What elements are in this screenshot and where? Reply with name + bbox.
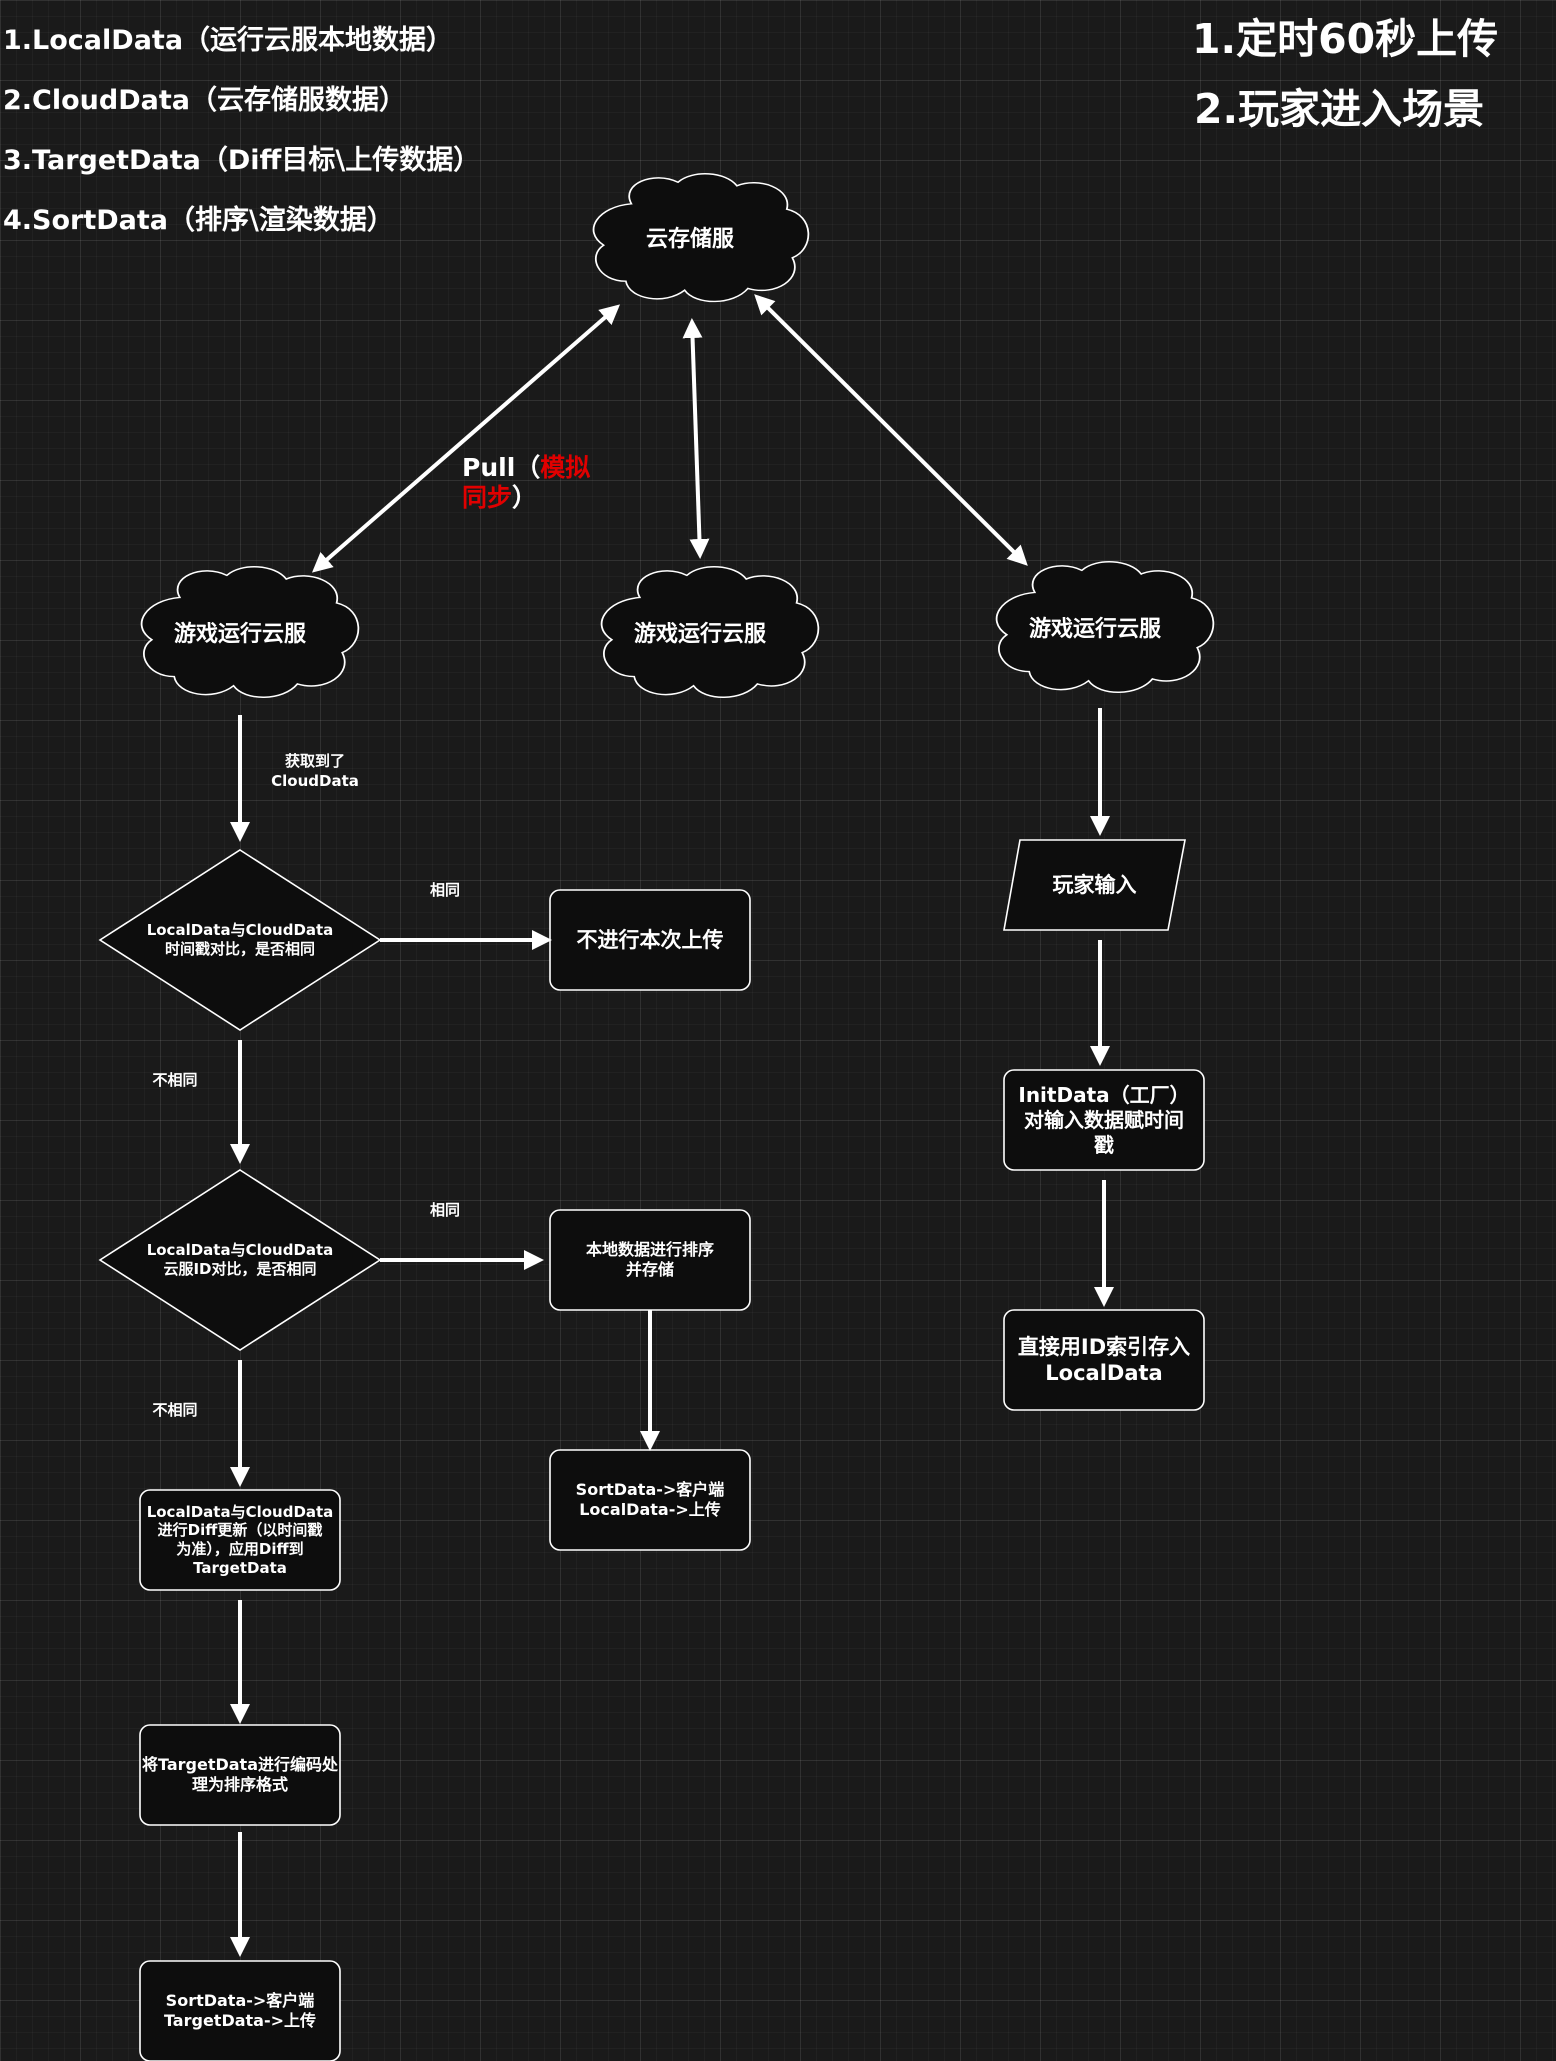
store-local-box[interactable] xyxy=(1003,1309,1205,1411)
sort-local-upload-label: SortData->客户端 LocalData->上传 xyxy=(575,1480,725,1519)
got-clouddata-label: 获取到了 CloudData xyxy=(271,752,359,790)
same-label-1: 相同 xyxy=(429,881,460,899)
diff-update-box[interactable] xyxy=(139,1489,341,1591)
legend-item-localdata: 1.LocalData（运行云服本地数据） xyxy=(3,25,454,56)
different-label-1: 不相同 xyxy=(152,1071,198,1089)
compare-timestamp-diamond[interactable] xyxy=(98,849,382,1031)
legend-item-sortdata: 4.SortData（排序\渲染数据） xyxy=(3,205,394,236)
player-input-label: 玩家输入 xyxy=(1052,872,1137,897)
mode-timed-upload: 1.定时60秒上传 xyxy=(1192,15,1499,63)
pull-prefix-text: Pull（ xyxy=(462,453,541,482)
pull-red-text: 模拟 同步 xyxy=(462,453,591,512)
pull-sync-label: Pull（模拟 同步） xyxy=(462,453,602,513)
store-local-label: 直接用ID索引存入 LocalData xyxy=(1017,1334,1191,1385)
legend-item-targetdata: 3.TargetData（Diff目标\上传数据） xyxy=(3,145,481,176)
sort-target-upload-box[interactable] xyxy=(139,1960,341,2061)
pull-suffix-text: ） xyxy=(512,483,538,512)
edge-cloud-to-server2 xyxy=(682,318,710,559)
init-data-box[interactable] xyxy=(1003,1069,1205,1171)
game-server-3-label: 游戏运行云服 xyxy=(1028,617,1161,643)
diff-update-label: LocalData与CloudData 进行Diff更新（以时间戳 为准），应用… xyxy=(146,1502,334,1577)
legend-item-clouddata: 2.CloudData（云存储服数据） xyxy=(3,85,406,116)
sort-target-upload-label: SortData->客户端 TargetData->上传 xyxy=(163,1991,317,2030)
edge-cloud-to-server3 xyxy=(754,294,1028,566)
edge-cloud-to-server1 xyxy=(311,304,621,573)
different-label-2: 不相同 xyxy=(152,1401,198,1419)
compare-timestamp-label: LocalData与CloudData 时间戳对比，是否相同 xyxy=(146,921,334,958)
encode-sort-box[interactable] xyxy=(139,1724,341,1826)
game-server-1-label: 游戏运行云服 xyxy=(173,622,306,648)
same-label-2: 相同 xyxy=(429,1201,460,1219)
skip-upload-label: 不进行本次上传 xyxy=(576,927,724,952)
encode-sort-label: 将TargetData进行编码处 理为排序格式 xyxy=(141,1755,339,1794)
game-server-2-label: 游戏运行云服 xyxy=(633,622,766,648)
cloud-storage-label: 云存储服 xyxy=(645,227,734,253)
compare-server-id-label: LocalData与CloudData 云服ID对比，是否相同 xyxy=(146,1241,334,1278)
compare-server-id-diamond[interactable] xyxy=(98,1169,382,1351)
sort-local-store-label: 本地数据进行排序 并存储 xyxy=(585,1240,714,1279)
player-input-shape[interactable] xyxy=(1003,839,1186,931)
init-data-label: InitData（工厂） 对输入数据赋时间 戳 xyxy=(1018,1082,1190,1157)
mode-player-enter: 2.玩家进入场景 xyxy=(1194,85,1485,133)
